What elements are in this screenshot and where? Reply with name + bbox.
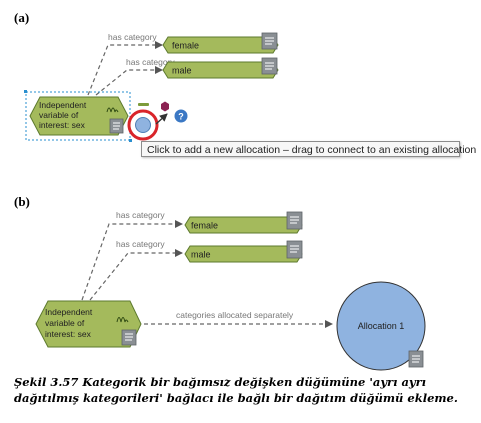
panel-b-edge-label-male: has category: [116, 239, 165, 249]
panel-a-node-line-3: interest: sex: [39, 120, 86, 130]
add-allocation-tooltip: Click to add a new allocation – drag to …: [141, 141, 476, 157]
panel-b-allocation-label: Allocation 1: [358, 321, 405, 331]
panel-b-label: (b): [14, 194, 30, 209]
panel-a-category-female-label: female: [172, 41, 199, 51]
panel-b-edge-male[interactable]: [89, 249, 183, 301]
distribution-icon: [116, 317, 129, 323]
panel-b-connector-label: categories allocated separately: [176, 310, 294, 320]
note-icon: [109, 118, 124, 134]
drag-connect-arrow-icon[interactable]: [155, 113, 168, 125]
note-icon: [261, 32, 278, 50]
panel-a-node-line-1: Independent: [39, 100, 87, 110]
help-icon[interactable]: ?: [174, 109, 188, 123]
add-allocation-button[interactable]: [135, 117, 151, 133]
panel-a-edge-label-male: has category: [126, 57, 175, 67]
panel-a-edge-label-female: has category: [108, 32, 157, 42]
panel-a-selection-box: [25, 91, 131, 141]
panel-a-edge-male[interactable]: [95, 66, 163, 96]
selection-handle[interactable]: [129, 139, 132, 142]
minus-handle-icon[interactable]: [138, 103, 149, 106]
note-icon: [286, 211, 303, 230]
panel-b-category-female-label: female: [191, 221, 218, 231]
note-icon: [286, 240, 303, 259]
selection-handle[interactable]: [24, 90, 27, 93]
panel-b-category-female[interactable]: female: [184, 211, 303, 234]
panel-b-node-line-1: Independent: [45, 307, 93, 317]
panel-b-category-male[interactable]: male: [184, 240, 303, 263]
panel-b-allocation-node[interactable]: Allocation 1: [336, 281, 426, 371]
panel-b-category-male-label: male: [191, 250, 211, 260]
distribution-icon: [106, 107, 119, 113]
panel-b-edge-label-female: has category: [116, 210, 165, 220]
panel-a-independent-variable-node[interactable]: Independent variable of interest: sex: [29, 96, 129, 136]
note-icon: [261, 57, 278, 75]
panel-a-edge-female[interactable]: [87, 41, 163, 96]
panel-a-category-male-label: male: [172, 66, 192, 76]
panel-a-category-female[interactable]: female: [162, 32, 279, 54]
hexagon-node-icon[interactable]: [161, 101, 169, 112]
panel-b-node-line-2: variable of: [45, 318, 85, 328]
panel-b-edge-female[interactable]: [81, 220, 183, 301]
figure-caption: Şekil 3.57 Kategorik bir bağımsız değişk…: [14, 375, 458, 405]
svg-text:?: ?: [178, 112, 184, 122]
panel-b-node-line-3: interest: sex: [45, 329, 92, 339]
note-icon: [408, 350, 424, 368]
add-allocation-highlight-ring: [127, 109, 159, 141]
panel-b-independent-variable-node[interactable]: Independent variable of interest: sex: [35, 300, 142, 348]
panel-a-category-male[interactable]: male: [162, 57, 279, 79]
panel-a-node-line-2: variable of: [39, 110, 79, 120]
panel-a-label: (a): [14, 10, 30, 25]
note-icon: [121, 329, 137, 346]
